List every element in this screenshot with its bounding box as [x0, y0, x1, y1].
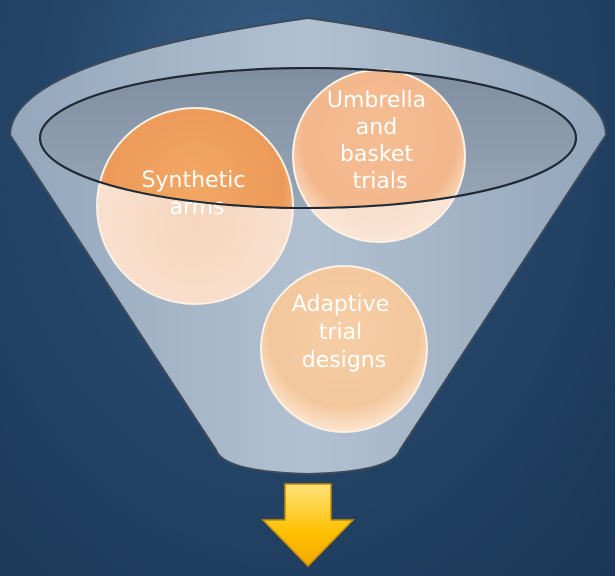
svg-text:Umbrella and basket: Umbrella and basket trials	[327, 88, 433, 194]
bubble-umbrella-line-2: and	[356, 115, 397, 140]
bubble-umbrella-line-4: trials	[353, 169, 408, 194]
bubble-adaptive-line-3: designs	[302, 348, 386, 373]
bubble-synthetic-line-1: Synthetic	[142, 168, 246, 193]
svg-text:Adaptive trial des: Adaptive trial designs	[292, 292, 396, 373]
bubble-adaptive-line-2: trial	[319, 320, 362, 345]
bubble-adaptive: Adaptive trial designs	[260, 265, 428, 433]
arrow-down-icon	[261, 483, 355, 568]
svg-text:Synthetic arms: Synthetic arms	[142, 168, 253, 220]
bubble-umbrella-line-1: Umbrella	[327, 88, 426, 113]
bubble-umbrella-line-3: basket	[340, 142, 413, 167]
bubble-adaptive-line-1: Adaptive	[292, 292, 389, 317]
